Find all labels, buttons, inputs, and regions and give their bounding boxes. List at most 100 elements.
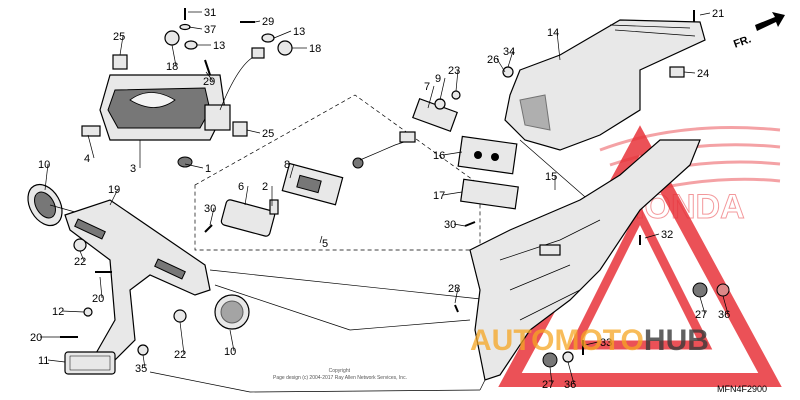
callout-30[interactable]: 30	[444, 219, 456, 231]
clip-24	[669, 66, 685, 78]
cover-17	[460, 178, 519, 210]
callout-36[interactable]: 36	[718, 309, 730, 321]
callout-leader-line	[427, 85, 435, 109]
watermark-brand-part2: MOTO	[554, 324, 643, 357]
callout-4[interactable]: 4	[84, 153, 90, 165]
callout-22[interactable]: 22	[174, 349, 186, 361]
callout-34[interactable]: 34	[503, 46, 515, 58]
callout-leader-line	[549, 366, 553, 385]
callout-leader-line	[722, 295, 729, 315]
socket-16	[457, 135, 518, 175]
callout-14[interactable]: 14	[547, 27, 559, 39]
rear-fender-15[interactable]	[469, 139, 701, 381]
callout-leader-line	[683, 71, 696, 74]
callout-27[interactable]: 27	[542, 379, 554, 391]
callout-leader-line	[87, 134, 95, 159]
callout-6[interactable]: 6	[238, 181, 244, 193]
direction-indicator: FR.	[732, 12, 785, 51]
callout-26[interactable]: 26	[487, 54, 499, 66]
reflector-11	[64, 351, 116, 375]
callout-leader-line	[205, 71, 214, 82]
callout-30[interactable]: 30	[204, 203, 216, 215]
collar-18a	[164, 30, 180, 46]
watermark-brand-part1: AUTO	[470, 324, 554, 357]
callout-20[interactable]: 20	[92, 293, 104, 305]
callout-7[interactable]: 7	[424, 81, 430, 93]
license-bracket-19[interactable]	[64, 199, 211, 366]
callout-leader-line	[556, 31, 561, 61]
callout-13[interactable]: 13	[293, 26, 305, 38]
wire-harness	[352, 131, 416, 169]
callout-25[interactable]: 25	[262, 128, 274, 140]
callout-11[interactable]: 11	[38, 355, 49, 367]
callout-1[interactable]: 1	[205, 163, 211, 175]
callout-2[interactable]: 2	[262, 181, 268, 193]
callout-leader-line	[244, 185, 249, 206]
callout-leader-line	[254, 20, 261, 23]
callout-leader-line	[455, 69, 459, 92]
callout-24[interactable]: 24	[697, 68, 709, 80]
callout-15[interactable]: 15	[545, 171, 557, 183]
callout-33[interactable]: 33	[600, 337, 612, 349]
callout-36[interactable]: 36	[564, 379, 576, 391]
stay-bracket-14[interactable]	[504, 19, 706, 151]
nut-9	[434, 98, 446, 110]
callout-19[interactable]: 19	[108, 184, 120, 196]
callout-31[interactable]: 31	[204, 7, 216, 19]
callout-8[interactable]: 8	[284, 159, 290, 171]
callout-22[interactable]: 22	[74, 256, 86, 268]
callout-leader-line	[119, 35, 124, 56]
callout-3[interactable]: 3	[130, 163, 136, 175]
callout-5[interactable]: 5	[322, 238, 328, 250]
direction-label: FR.	[732, 33, 753, 50]
callout-13[interactable]: 13	[213, 40, 225, 52]
callout-leader-line	[61, 310, 85, 313]
callout-18[interactable]: 18	[166, 61, 178, 73]
callout-17[interactable]: 17	[433, 190, 445, 202]
callout-leader-line	[507, 50, 514, 68]
callout-27[interactable]: 27	[695, 309, 707, 321]
watermark-brand: AUTOMOTOHUB	[470, 324, 709, 357]
collar-13b	[261, 33, 275, 43]
collar-13a	[184, 40, 198, 50]
screw-29a	[204, 59, 211, 76]
callout-18[interactable]: 18	[309, 43, 321, 55]
callout-16[interactable]: 16	[433, 150, 445, 162]
callout-leader-line	[496, 58, 506, 73]
callout-23[interactable]: 23	[448, 65, 460, 77]
callout-29[interactable]: 29	[203, 76, 215, 88]
callout-20[interactable]: 20	[30, 332, 42, 344]
callout-10[interactable]: 10	[224, 346, 236, 358]
callout-leader-line	[453, 223, 466, 227]
callout-37[interactable]: 37	[204, 24, 216, 36]
callout-25[interactable]: 25	[113, 31, 125, 43]
callout-21[interactable]: 21	[712, 8, 724, 20]
rubber-pad-4	[81, 125, 101, 137]
callout-29[interactable]: 29	[262, 16, 274, 28]
callout-12[interactable]: 12	[52, 306, 64, 318]
clip-25b	[232, 121, 248, 137]
callout-leader-line	[584, 341, 599, 346]
callout-leader-line	[246, 129, 261, 134]
callout-28[interactable]: 28	[448, 283, 460, 295]
callout-leader-line	[142, 354, 146, 369]
callout-leader-line	[289, 163, 295, 179]
socket-8	[281, 162, 344, 206]
diagram-code: MFN4F2900	[717, 384, 767, 394]
callout-leader-line	[644, 233, 660, 239]
clip-25a	[112, 54, 128, 70]
callout-leader-line	[439, 77, 446, 101]
callout-leader-line	[47, 359, 66, 363]
callout-9[interactable]: 9	[435, 73, 441, 85]
callout-35[interactable]: 35	[135, 363, 147, 375]
reflector-10-left	[27, 183, 76, 227]
tail-light-assembly[interactable]	[99, 47, 265, 141]
callout-10[interactable]: 10	[38, 159, 50, 171]
washer-37	[179, 23, 191, 31]
nut-35	[137, 344, 149, 356]
callout-32[interactable]: 32	[661, 229, 673, 241]
callout-leader-line	[109, 188, 119, 206]
license-lens-6	[220, 199, 276, 237]
